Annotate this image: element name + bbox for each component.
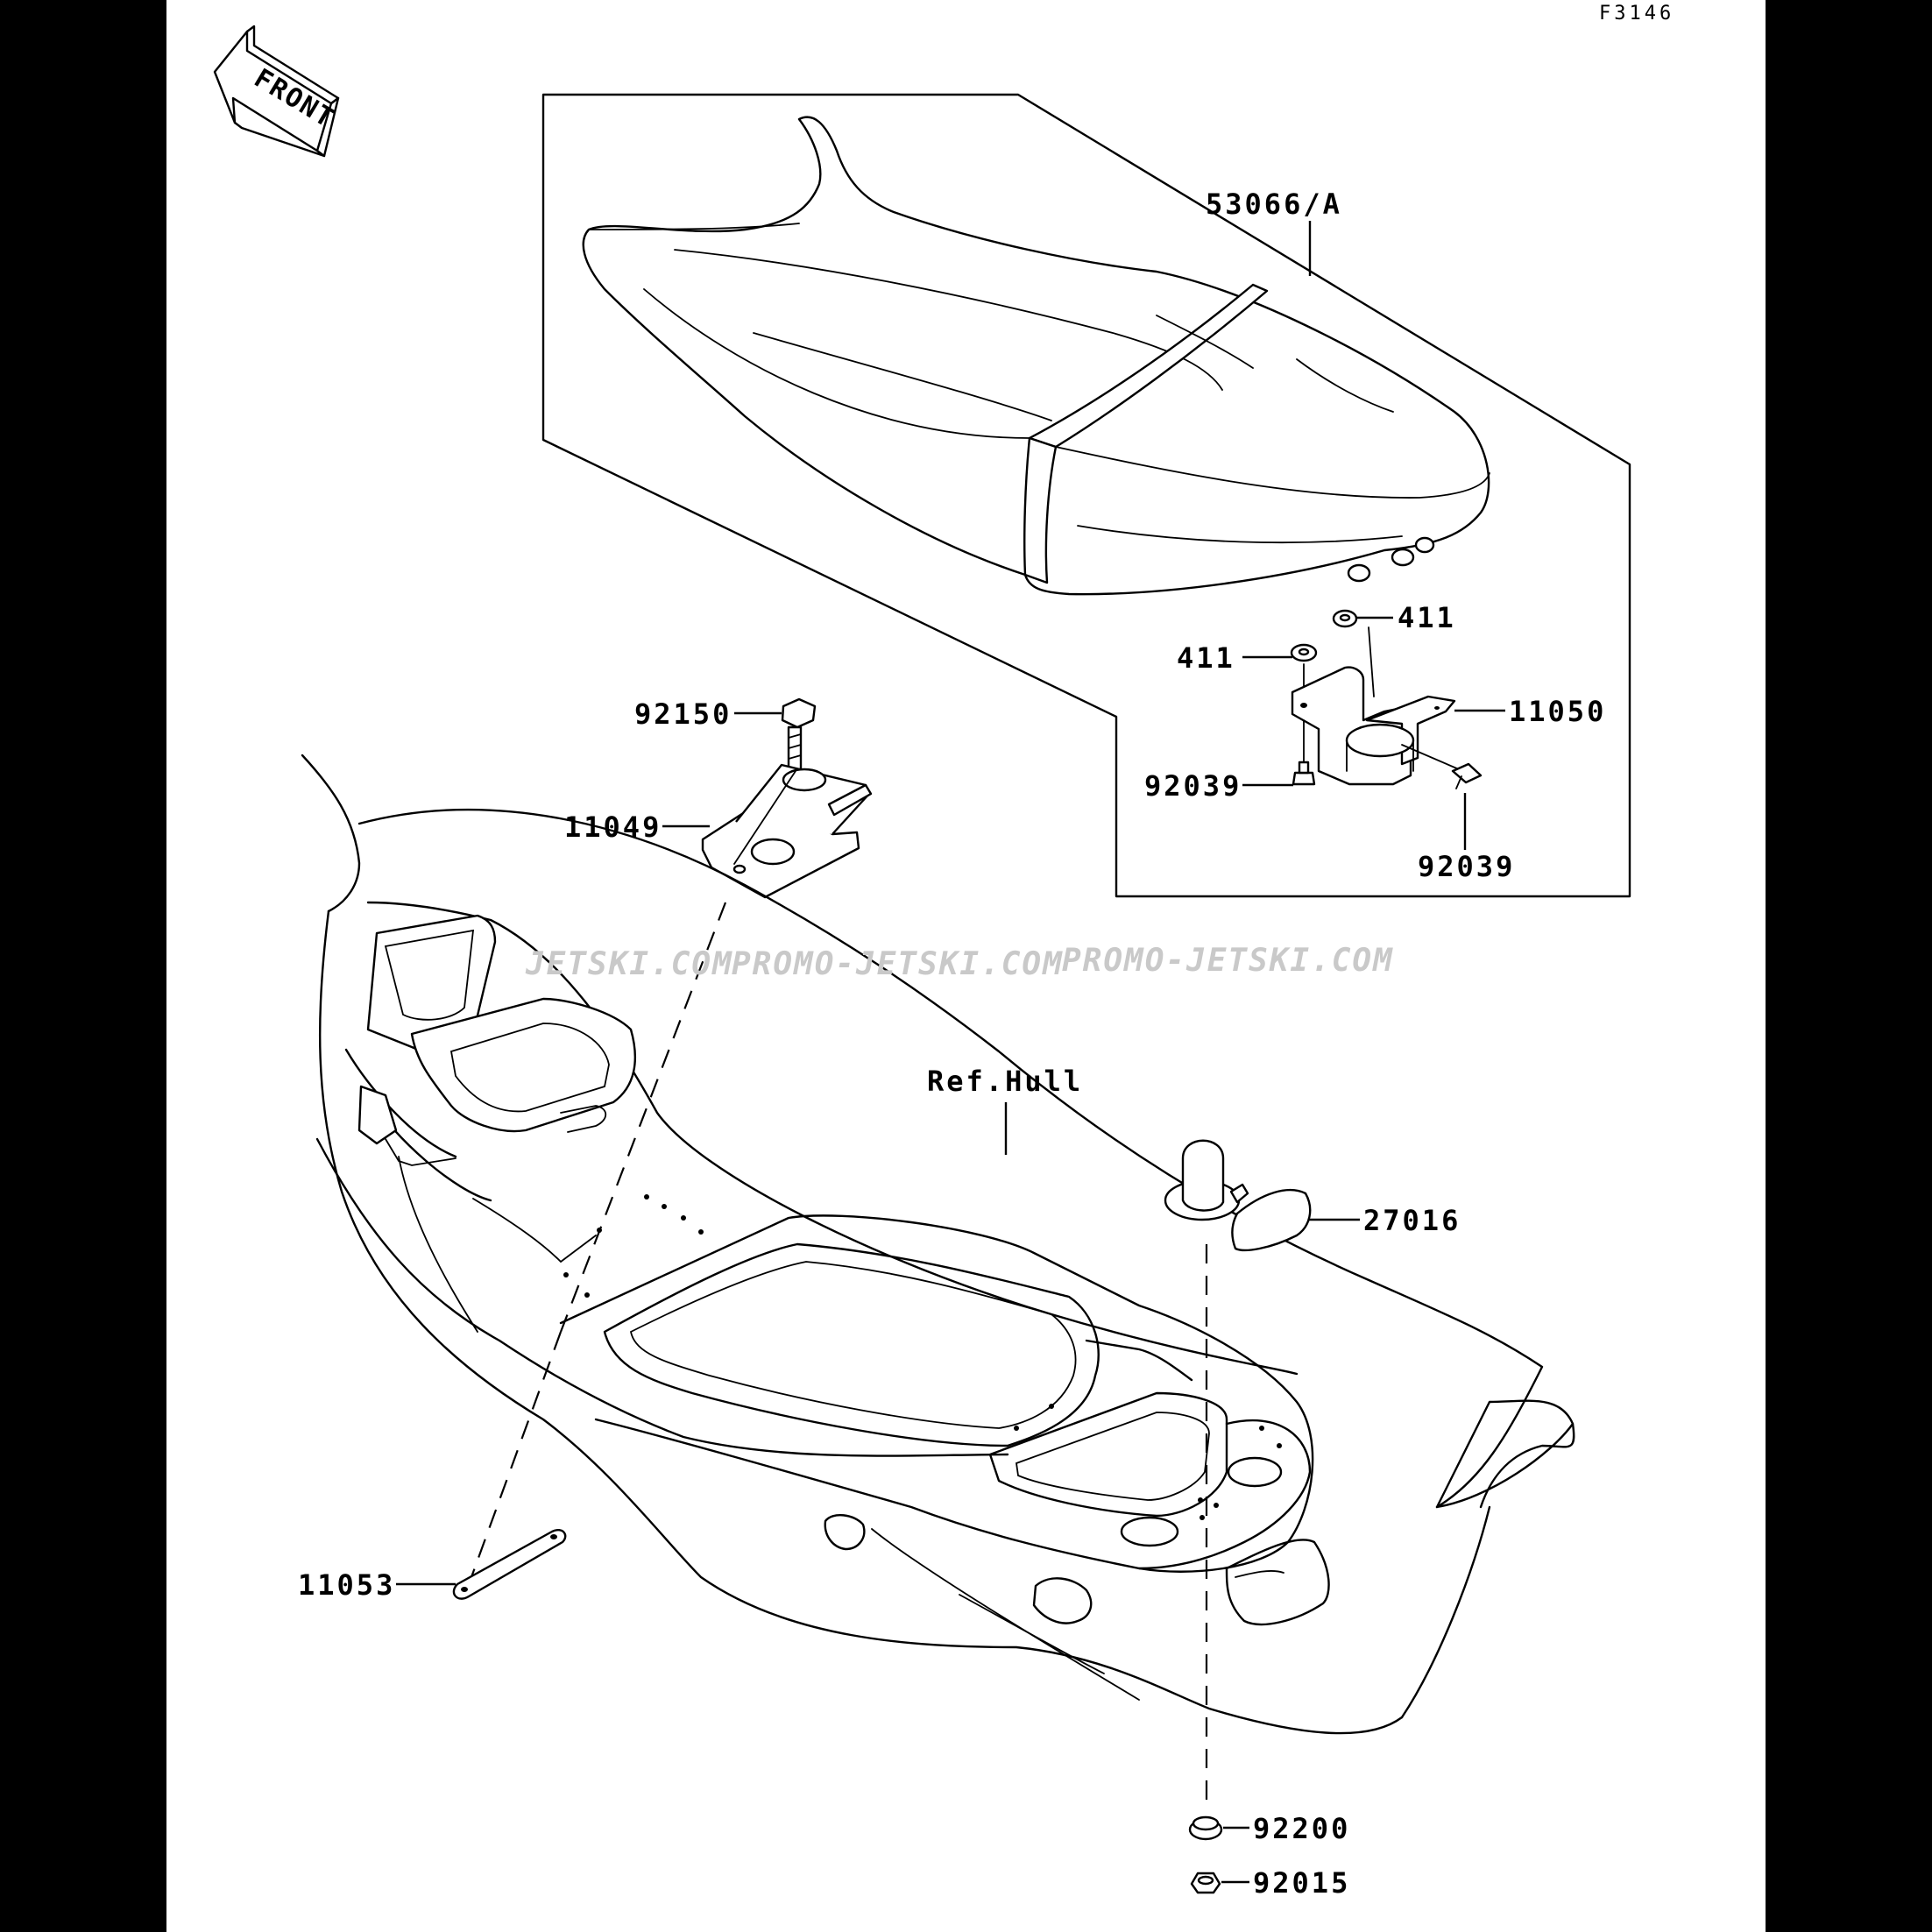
watermark-1: JETSKI.COM <box>525 946 733 982</box>
label-11049: 11049 <box>564 810 662 844</box>
assembly-line-bracket <box>559 902 727 1333</box>
grommet-92200 <box>1188 1815 1223 1841</box>
label-11053: 11053 <box>298 1568 395 1602</box>
strap-11053 <box>452 1529 567 1600</box>
label-92039-right: 92039 <box>1418 850 1515 883</box>
nut-92015 <box>1190 1872 1221 1894</box>
label-92150: 92150 <box>634 697 732 731</box>
hull-mount-holes <box>563 1194 1282 1520</box>
seat-group-frame <box>541 93 1631 898</box>
drain-cap-27016 <box>1164 1139 1312 1252</box>
seat-53066 <box>582 116 1490 596</box>
bracket-11049 <box>701 763 873 899</box>
label-53066: 53066/A <box>1206 188 1342 221</box>
label-11050: 11050 <box>1509 695 1606 728</box>
watermark-3: PROMO-JETSKI.COM <box>1062 943 1394 979</box>
label-92015: 92015 <box>1253 1866 1350 1900</box>
latch-bracket-11050 <box>1290 609 1483 789</box>
label-ref-hull: Ref.Hull <box>927 1065 1083 1098</box>
watermark-2: PROMO-JETSKI.COM <box>732 946 1064 982</box>
figure-code: F3146 <box>1599 3 1674 25</box>
label-92200: 92200 <box>1253 1812 1350 1845</box>
label-92039-left: 92039 <box>1144 769 1242 803</box>
assembly-line-strap <box>470 1331 563 1578</box>
hull-outline <box>301 754 1575 1735</box>
label-411-upper: 411 <box>1398 601 1456 634</box>
hull-center-storage <box>559 1214 1330 1701</box>
label-411-lower: 411 <box>1177 641 1235 675</box>
hull-front-hatch <box>357 914 637 1333</box>
label-27016: 27016 <box>1363 1204 1461 1237</box>
bolt-92150 <box>781 697 817 771</box>
